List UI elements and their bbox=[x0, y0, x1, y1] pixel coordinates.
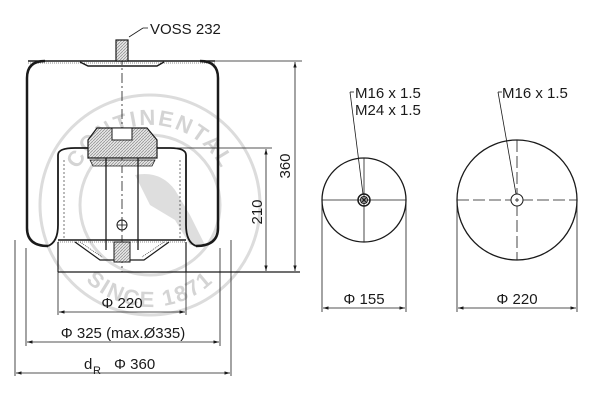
top-plate-diameter-label: Φ 155 bbox=[343, 291, 384, 308]
piston-nut-icon bbox=[113, 241, 131, 263]
continental-watermark: CONTINENTAL SINCE 1871 bbox=[38, 93, 262, 317]
top-thread-1-label: M16 x 1.5 bbox=[355, 85, 421, 102]
horse-logo-icon bbox=[135, 174, 205, 245]
piston-diameter-label: Φ 220 bbox=[101, 295, 142, 312]
bottom-piston-view bbox=[456, 91, 578, 312]
rolling-diameter-label: Φ 360 bbox=[114, 356, 155, 373]
bottom-piston-diameter-label: Φ 220 bbox=[496, 291, 537, 308]
top-thread-2-label: M24 x 1.5 bbox=[355, 102, 421, 119]
height-overall-label: 360 bbox=[277, 153, 294, 178]
rolling-diameter-prefix: d bbox=[84, 356, 92, 373]
bumper-icon bbox=[87, 127, 158, 159]
bellow-diameter-label: Φ 325 (max.Ø335) bbox=[61, 325, 186, 342]
voss-valve-icon bbox=[115, 39, 129, 62]
valve-label: VOSS 232 bbox=[150, 21, 221, 38]
air-spring-side-view bbox=[25, 27, 300, 273]
rolling-diameter-subscript: R bbox=[93, 365, 101, 377]
height-piston-label: 210 bbox=[249, 199, 266, 224]
threaded-stud-icon bbox=[357, 193, 371, 207]
side-view-dimensions bbox=[14, 60, 302, 376]
bottom-thread-label: M16 x 1.5 bbox=[502, 85, 568, 102]
top-plate-view bbox=[321, 91, 407, 312]
